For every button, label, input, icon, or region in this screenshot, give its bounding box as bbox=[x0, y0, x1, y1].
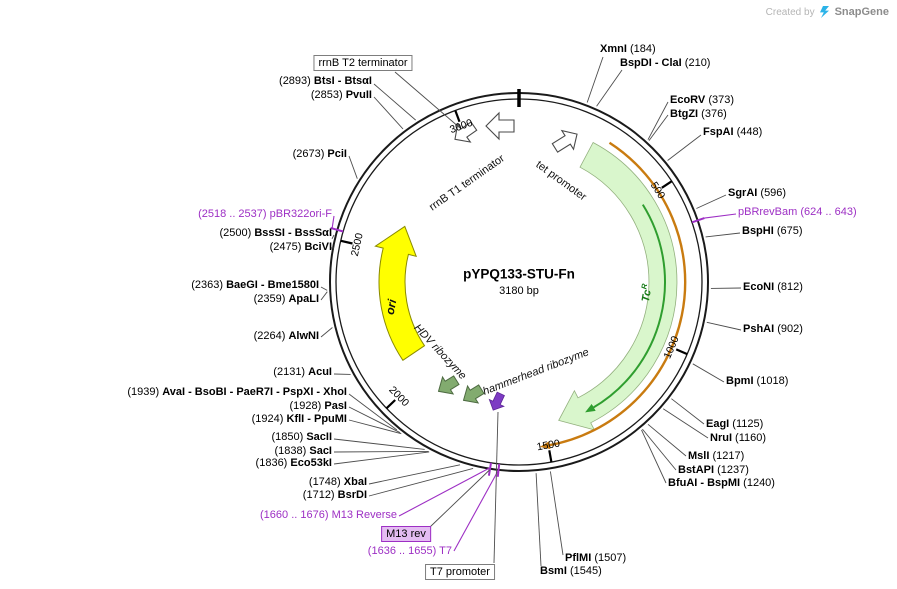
callout-line bbox=[647, 423, 687, 457]
callout-line bbox=[333, 438, 425, 450]
hammerhead-ribozyme-arrow bbox=[462, 384, 485, 404]
callout-line bbox=[373, 83, 416, 121]
callout-line bbox=[348, 406, 401, 434]
callout-line bbox=[662, 408, 709, 439]
callout-line bbox=[648, 114, 669, 141]
callout-line bbox=[704, 213, 737, 219]
ori-arrow bbox=[374, 225, 426, 361]
callout-lines bbox=[320, 56, 742, 567]
callout-line bbox=[320, 327, 333, 338]
callout-line bbox=[373, 96, 404, 130]
tick-3000 bbox=[454, 110, 461, 123]
t7-promoter-boxed-label: T7 promoter bbox=[425, 564, 495, 580]
callout-line bbox=[671, 398, 705, 425]
callout-line bbox=[642, 428, 677, 471]
tick-2500 bbox=[340, 239, 353, 245]
callout-line bbox=[586, 56, 604, 103]
callout-line bbox=[696, 194, 727, 209]
tet-promoter-arrow bbox=[551, 129, 578, 153]
primer-tick-m13-reverse bbox=[487, 462, 492, 476]
tick-500 bbox=[661, 180, 673, 189]
callout-line bbox=[331, 234, 335, 240]
callout-line bbox=[705, 232, 741, 238]
primer-ticks bbox=[330, 217, 705, 477]
callout-line bbox=[368, 467, 474, 497]
callout-line bbox=[647, 101, 669, 140]
callout-line bbox=[493, 411, 499, 564]
callout-line bbox=[549, 471, 564, 556]
callout-line bbox=[706, 321, 742, 331]
callout-line bbox=[333, 451, 430, 465]
callout-line bbox=[348, 155, 358, 179]
scale-label-2500: 2500 bbox=[349, 232, 366, 258]
callout-line bbox=[641, 429, 667, 484]
plasmid-name: pYPQ133-STU-Fn bbox=[463, 266, 575, 282]
callout-line bbox=[368, 464, 461, 485]
plasmid-size: 3180 bp bbox=[499, 285, 539, 297]
callout-line bbox=[667, 134, 702, 161]
callout-line bbox=[394, 71, 461, 129]
callout-line bbox=[535, 473, 542, 567]
rrnb-t2-terminator-arrow bbox=[454, 121, 478, 143]
primer-tick-pbr322ori-f bbox=[330, 226, 344, 233]
hdv-ribozyme-arrow bbox=[437, 375, 460, 395]
scale-label-1500: 1500 bbox=[536, 437, 561, 453]
orange-feature-arc bbox=[539, 141, 687, 450]
tick-1000 bbox=[675, 348, 688, 356]
tick-2000 bbox=[385, 399, 396, 410]
tcr-arrow-arc bbox=[585, 204, 666, 413]
callout-line bbox=[453, 469, 499, 552]
primer-tick-pbrrevbam bbox=[691, 217, 705, 224]
tick-1500 bbox=[548, 450, 553, 463]
rrnb-t1-terminator-arrow bbox=[485, 111, 515, 141]
credit-prefix: Created by bbox=[765, 6, 815, 18]
callout-line bbox=[596, 69, 623, 107]
snapgene-logo-icon bbox=[819, 6, 829, 18]
m13-rev-boxed-label: M13 rev bbox=[381, 526, 431, 542]
callout-line bbox=[348, 393, 398, 431]
credit-line: Created by SnapGene bbox=[766, 6, 889, 18]
ori-label: ori bbox=[382, 298, 400, 316]
tcr-label: TcR bbox=[639, 282, 654, 304]
snapgene-brand: SnapGene bbox=[834, 6, 889, 18]
t7-promoter-feature-arrow bbox=[488, 391, 505, 411]
callout-line bbox=[333, 450, 429, 453]
rrnb-t2-terminator-boxed-label: rrnB T2 terminator bbox=[313, 55, 413, 71]
callout-line bbox=[320, 291, 328, 301]
callout-line bbox=[398, 467, 490, 517]
callout-line bbox=[348, 419, 402, 435]
scale-ticks bbox=[340, 110, 688, 463]
callout-line bbox=[692, 363, 725, 383]
callout-line bbox=[320, 286, 328, 291]
callout-line bbox=[331, 215, 335, 230]
callout-line bbox=[429, 469, 490, 528]
